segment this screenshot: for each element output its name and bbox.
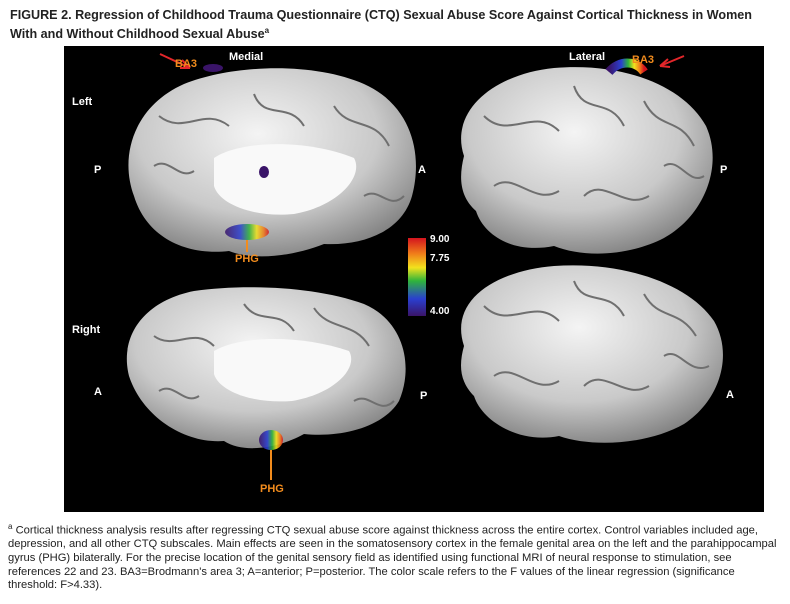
brain-left-lateral (461, 58, 713, 254)
figure-title-text: FIGURE 2. Regression of Childhood Trauma… (10, 8, 752, 42)
label-ba3-left: BA3 (175, 58, 198, 70)
brain-right-lateral (461, 265, 723, 443)
brain-left-medial (128, 64, 416, 257)
scale-tick-max: 9.00 (430, 234, 450, 245)
caption-footnote-mark: a (8, 522, 13, 531)
label-medial: Medial (229, 51, 264, 63)
scale-tick-mid: 7.75 (430, 253, 450, 264)
figure-caption: a Cortical thickness analysis results af… (8, 520, 782, 593)
title-footnote-mark: a (264, 26, 270, 35)
label-lateral: Lateral (569, 51, 606, 63)
label-anterior-bottom-right: A (726, 389, 734, 401)
label-anterior-bottom-left: A (94, 386, 102, 398)
ba3-arrow-right (659, 55, 685, 67)
label-phg-bottom: PHG (260, 483, 284, 495)
caption-text: Cortical thickness analysis results afte… (8, 524, 777, 592)
label-phg-top: PHG (235, 253, 259, 265)
ba3-arrow-left (159, 53, 191, 69)
label-anterior-top-left: A (418, 164, 426, 176)
brain-figure-panel: Medial Lateral Left Right BA3 BA3 PHG PH… (64, 46, 764, 512)
brain-renderings (126, 53, 723, 480)
ba3-arrowhead-left (180, 59, 191, 69)
figure-title: FIGURE 2. Regression of Childhood Trauma… (10, 8, 780, 42)
label-ba3-right: BA3 (632, 54, 655, 66)
brain-right-medial (126, 287, 406, 450)
label-posterior-top-right: P (720, 164, 728, 176)
color-scale-bar (408, 238, 426, 316)
label-left: Left (72, 96, 93, 108)
label-posterior-top-left: P (94, 164, 102, 176)
ba3-arrowhead-right (659, 58, 671, 68)
label-posterior-bottom-left: P (420, 390, 428, 402)
scale-tick-min: 4.00 (430, 306, 450, 317)
label-right: Right (72, 324, 101, 336)
